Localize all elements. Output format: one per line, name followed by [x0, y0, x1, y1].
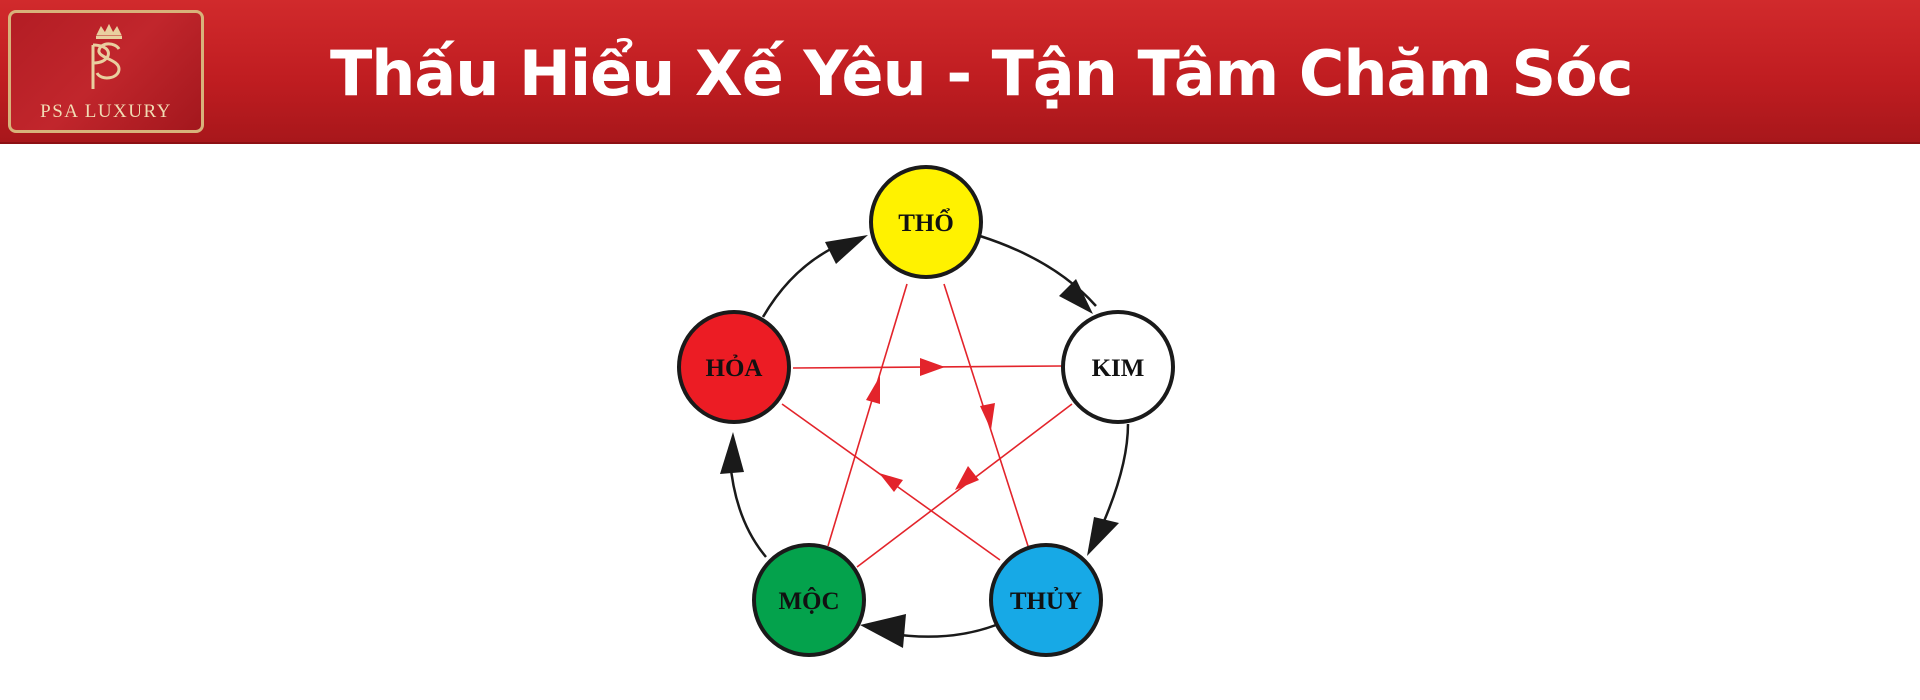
- element-node-tho: THỔ: [869, 165, 983, 279]
- cycle-arrowhead-tho-kim: [1059, 279, 1093, 314]
- element-label-hoa: HỎA: [706, 354, 763, 382]
- control-arrow-hoa-kim: [920, 358, 945, 376]
- cycle-arrowhead-hoa-tho: [825, 235, 868, 264]
- element-circle-tho: [869, 165, 983, 279]
- element-label-tho: THỔ: [898, 208, 954, 237]
- element-circle-moc: [752, 543, 866, 657]
- element-label-moc: MỘC: [778, 587, 839, 615]
- cycle-arc-moc-hoa: [728, 459, 767, 558]
- cycle-arc-tho-kim: [979, 234, 1097, 307]
- control-arrow-kim-moc: [955, 466, 979, 490]
- element-circle-hoa: [677, 310, 791, 424]
- element-node-moc: MỘC: [752, 543, 866, 657]
- element-label-kim: KIM: [1092, 355, 1145, 382]
- control-arrow-tho-thuy: [980, 403, 995, 430]
- cycle-arrowhead-moc-hoa: [720, 432, 744, 474]
- element-circle-kim: [1061, 310, 1175, 424]
- cycle-arrowhead-thuy-moc: [860, 614, 906, 648]
- element-node-hoa: HỎA: [677, 310, 791, 424]
- control-line-moc-tho: [827, 283, 908, 547]
- element-circle-thuy: [989, 543, 1103, 657]
- element-label-thuy: THỦY: [1010, 587, 1082, 615]
- control-arrow-moc-tho: [866, 376, 880, 404]
- brand-logo[interactable]: PSA LUXURY: [8, 10, 204, 133]
- logo-text: PSA LUXURY: [40, 101, 172, 122]
- control-arrow-thuy-hoa: [879, 473, 903, 492]
- page-title: Thấu Hiểu Xế Yêu - Tận Tâm Chăm Sóc: [330, 37, 1634, 110]
- crown-monogram-icon: [91, 23, 122, 89]
- element-node-kim: KIM: [1061, 310, 1175, 424]
- element-node-thuy: THỦY: [989, 543, 1103, 657]
- header-banner: PSA LUXURY Thấu Hiểu Xế Yêu - Tận Tâm Ch…: [0, 0, 1920, 144]
- cycle-arrowhead-kim-thuy: [1087, 517, 1119, 556]
